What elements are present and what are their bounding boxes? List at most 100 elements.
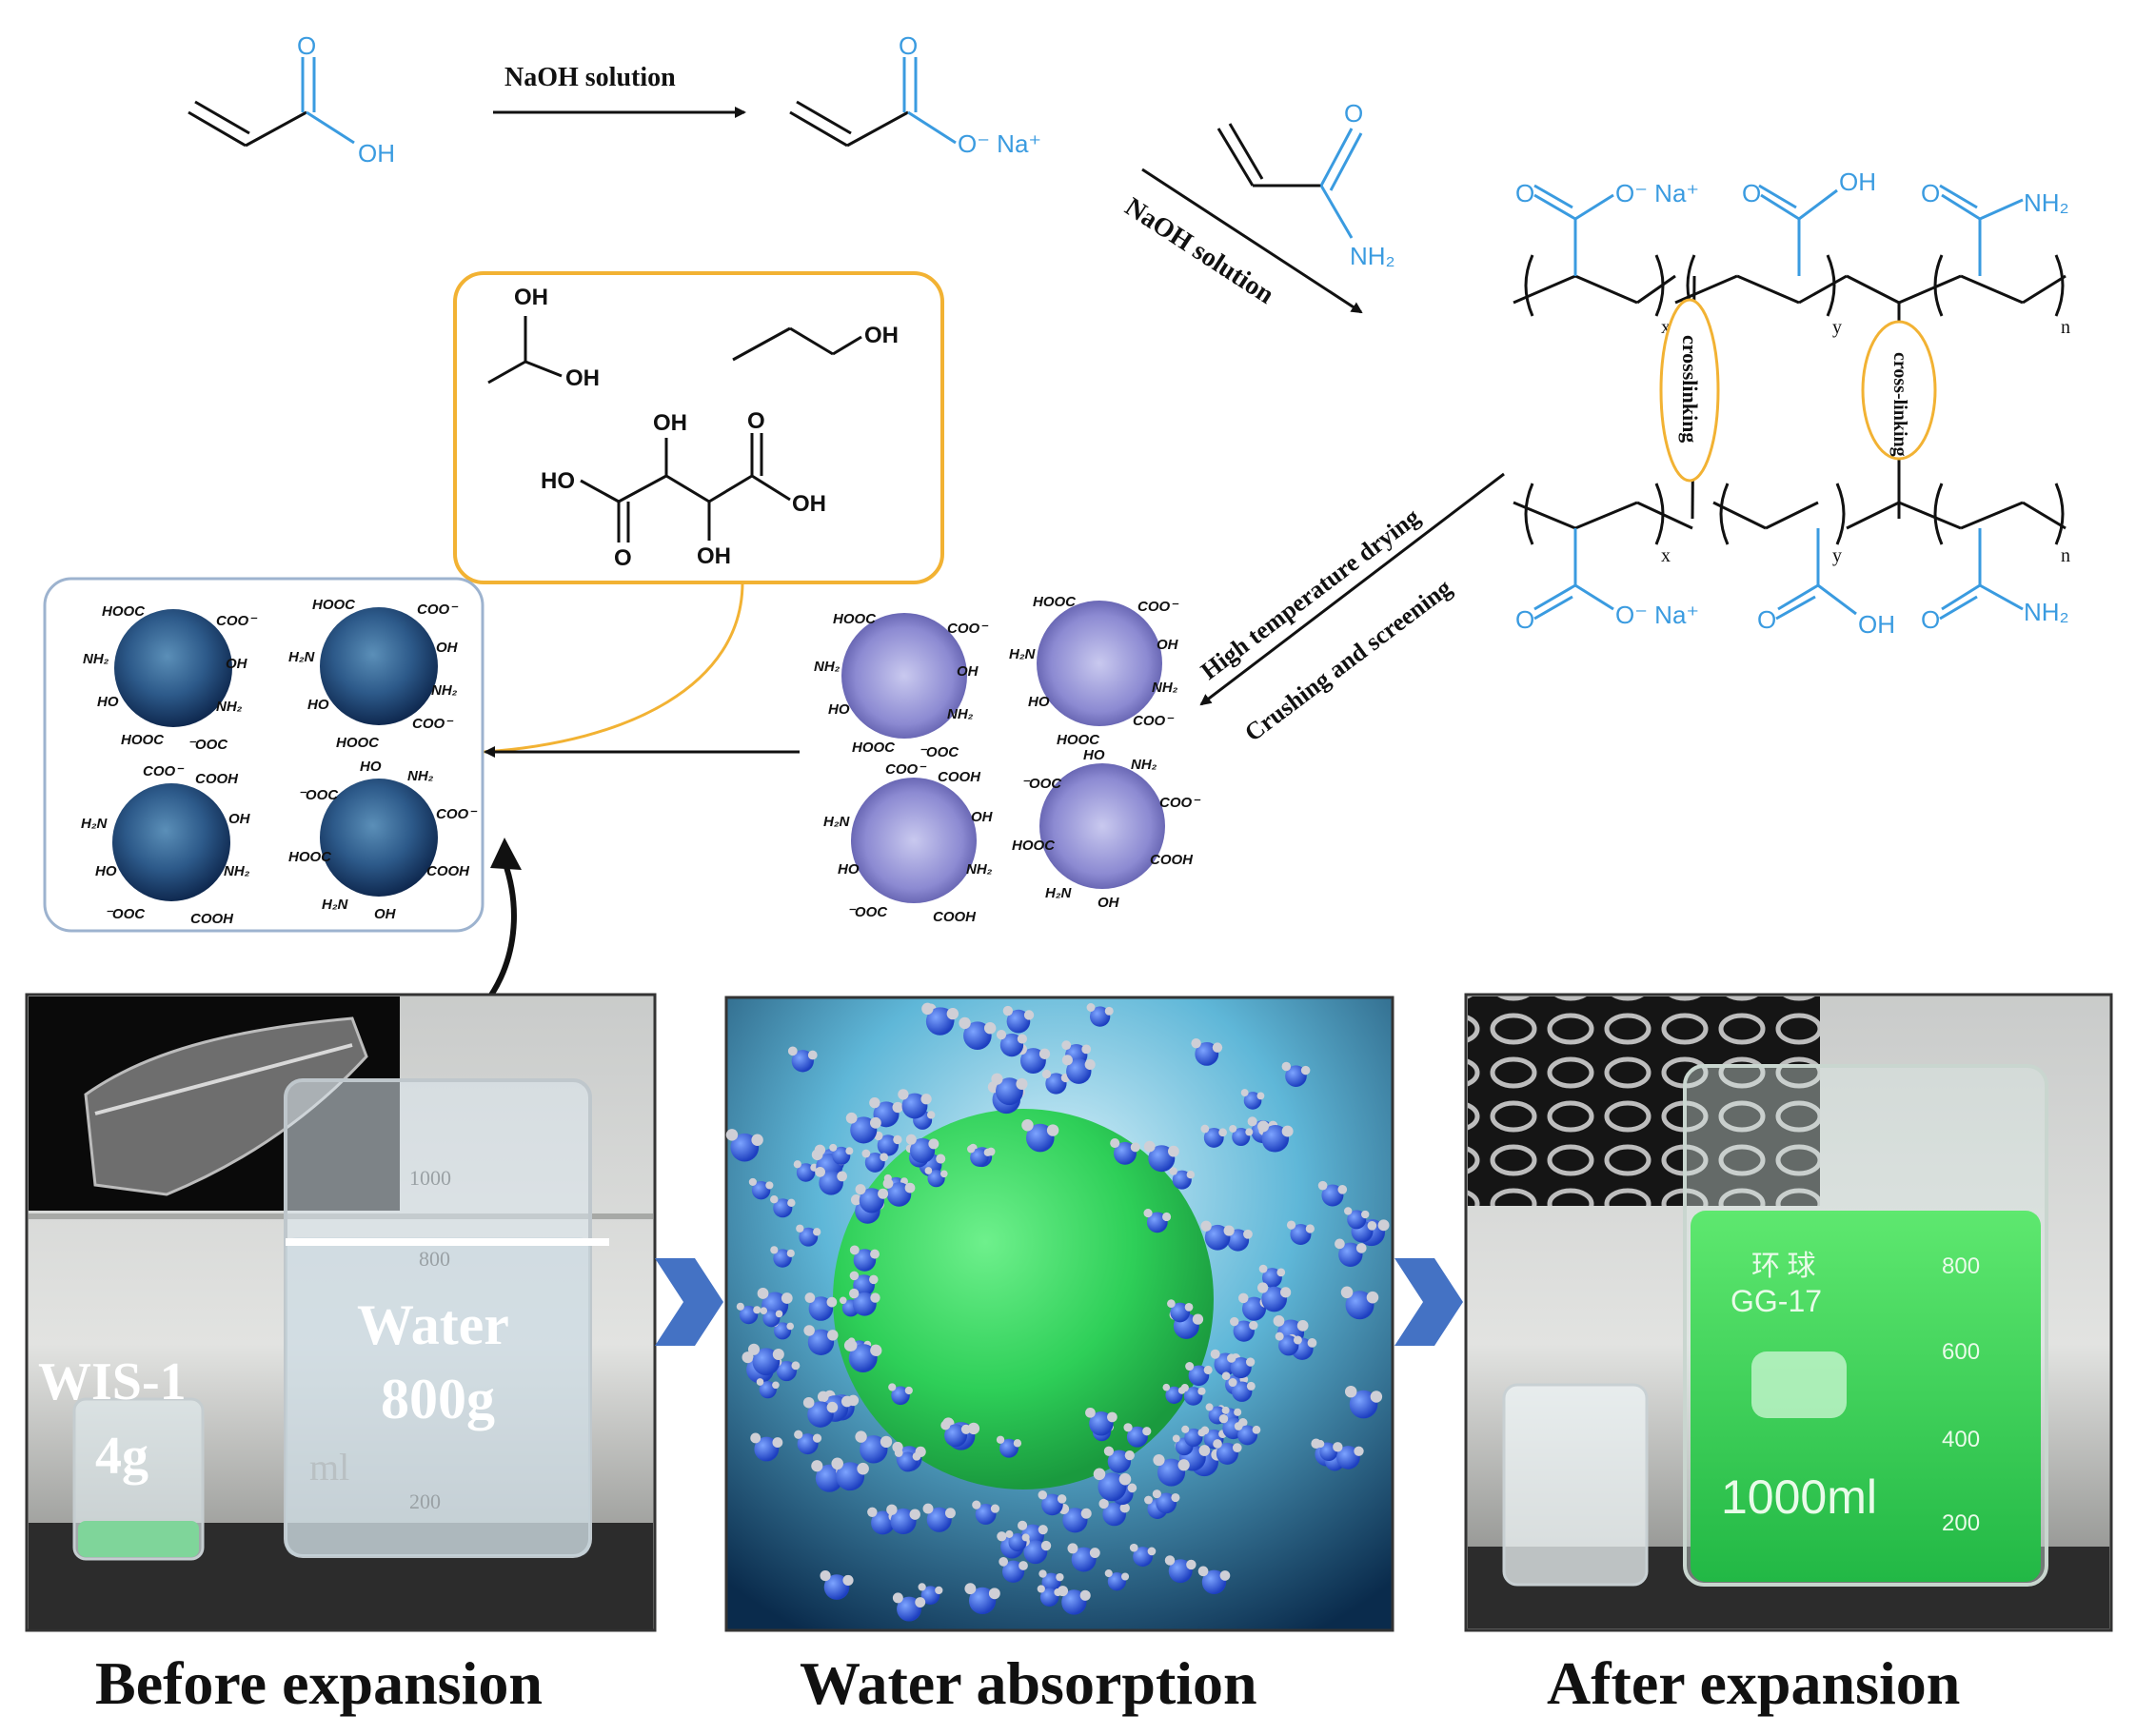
- porous-particle-sphere: [851, 778, 977, 903]
- sodium-acrylate-o-label: O: [899, 31, 918, 60]
- modified-group-label: NH₂: [407, 768, 434, 784]
- top-sub-n: n: [2061, 317, 2070, 338]
- beaker-brand: 环 球: [1751, 1251, 1816, 1282]
- chevron-right-icon-2: [1394, 1258, 1463, 1346]
- water-molecule: [855, 1184, 889, 1213]
- water-molecule: [882, 1178, 916, 1207]
- water-molecule: [1085, 1407, 1117, 1436]
- water-molecule: [888, 1383, 913, 1406]
- porous-group-label: H₂N: [1009, 646, 1037, 662]
- modified-group-label: OH: [436, 640, 459, 656]
- top-cooh-label: OH: [1839, 168, 1876, 196]
- water-molecule: [940, 1420, 971, 1448]
- caption-middle: Water absorption: [800, 1649, 1257, 1717]
- modified-group-label: COO⁻: [417, 602, 459, 618]
- modified-group-label: OH: [374, 906, 397, 922]
- bottom-sub-n: n: [2061, 545, 2070, 566]
- water-molecule: [815, 1166, 847, 1195]
- sodium-acrylate-structure: O O⁻ Na⁺: [789, 31, 1041, 158]
- water-molecule: [918, 1583, 943, 1606]
- top-coona-label: O⁻ Na⁺: [1615, 179, 1699, 207]
- porous-group-label: COO⁻: [1159, 795, 1201, 811]
- beaker-ml: ml: [309, 1446, 349, 1489]
- porous-group-label: HO: [1028, 694, 1050, 710]
- water-molecule: [1152, 1489, 1180, 1514]
- modified-particle-sphere: [320, 779, 438, 897]
- porous-group-label: COOH: [938, 769, 981, 785]
- modified-particle-sphere: [114, 609, 232, 727]
- polymer-chain-top: [1513, 254, 2067, 520]
- porous-group-label: COOH: [1150, 852, 1194, 868]
- water-molecule: [1230, 1316, 1258, 1342]
- water-molecule: [748, 1177, 774, 1200]
- crosslinker-box: OH OH OH HO OH OH OH O O: [453, 271, 944, 584]
- water-molecule: [964, 1583, 1000, 1615]
- water-molecule: [921, 1002, 959, 1036]
- bottom-coona-label: O⁻ Na⁺: [1615, 601, 1699, 629]
- water-molecule: [849, 1245, 880, 1272]
- water-molecule: [1228, 1378, 1256, 1402]
- svg-text:O: O: [1742, 179, 1761, 207]
- modified-group-label: OH: [228, 811, 251, 827]
- porous-group-label: NH₂: [1152, 680, 1178, 696]
- porous-group-label: HOOC: [1033, 594, 1077, 610]
- caption-after: After expansion: [1547, 1649, 1960, 1717]
- sample-label: WIS-1: [38, 1352, 187, 1411]
- water-molecule: [831, 1457, 869, 1491]
- bottom-sub-y: y: [1832, 545, 1842, 566]
- crosslink-label-1: crosslinking: [1678, 335, 1702, 443]
- water-molecule: [770, 1246, 795, 1268]
- porous-group-label: H₂N: [823, 814, 851, 830]
- modified-group-label: HOOC: [288, 849, 332, 865]
- sem-link-arrowhead: [490, 838, 522, 870]
- water-molecule: [1344, 1385, 1383, 1419]
- porous-group-label: HOOC: [852, 740, 896, 756]
- water-molecule: [1258, 1264, 1286, 1288]
- water-molecule: [1057, 1586, 1091, 1615]
- water-molecule: [787, 1046, 818, 1073]
- water-molecule: [1002, 1005, 1035, 1034]
- water-molecule: [829, 1143, 854, 1165]
- acrylamide-structure: O NH₂: [1216, 99, 1395, 270]
- after-mark-400: 400: [1942, 1427, 1980, 1452]
- water-molecule: [967, 1145, 992, 1167]
- water-molecule: [959, 1016, 997, 1050]
- water-molecule: [848, 1288, 880, 1316]
- top-conh2-label: NH₂: [2024, 188, 2069, 217]
- water-molecule: [972, 1500, 1000, 1525]
- bottom-conh2-label: NH₂: [2024, 598, 2069, 626]
- small-empty-beaker: [1502, 1383, 1649, 1587]
- beaker-volume-label: 1000ml: [1721, 1470, 1877, 1524]
- sample-mass-label: 4g: [95, 1427, 148, 1486]
- sodium-acrylate-ona-label: O⁻ Na⁺: [958, 129, 1041, 158]
- modified-group-label: OH: [226, 656, 248, 672]
- modified-group-label: H₂N: [288, 649, 316, 665]
- porous-group-label: ⁻OOC: [847, 904, 888, 920]
- crushing-label: Crushing and screening: [1239, 574, 1456, 747]
- modified-group-label: ⁻OOC: [298, 787, 339, 803]
- water-molecule: [1335, 1238, 1367, 1267]
- water-molecule: [1340, 1286, 1379, 1320]
- acrylamide-o-label: O: [1344, 99, 1363, 128]
- beaker-mark-800: 800: [419, 1247, 450, 1271]
- porous-group-label: COOH: [933, 909, 977, 925]
- water-molecule: [1143, 1209, 1172, 1233]
- porous-group-label: COO⁻: [947, 621, 989, 637]
- svg-text:O: O: [1757, 605, 1776, 634]
- porous-group-label: OH: [957, 663, 979, 680]
- water-molecule: [1281, 1061, 1311, 1087]
- water-molecule: [1286, 1220, 1315, 1245]
- water-molecule: [996, 1435, 1022, 1458]
- water-molecule: [845, 1339, 882, 1371]
- water-molecule: [747, 1343, 784, 1376]
- water-molecule: [756, 1378, 780, 1399]
- water-molecule: [1167, 1299, 1194, 1323]
- beaker-gg-label: GG-17: [1731, 1284, 1822, 1318]
- porous-group-label: HO: [838, 861, 860, 878]
- porous-group-label: NH₂: [947, 706, 974, 722]
- porous-group-label: HOOC: [1012, 838, 1056, 854]
